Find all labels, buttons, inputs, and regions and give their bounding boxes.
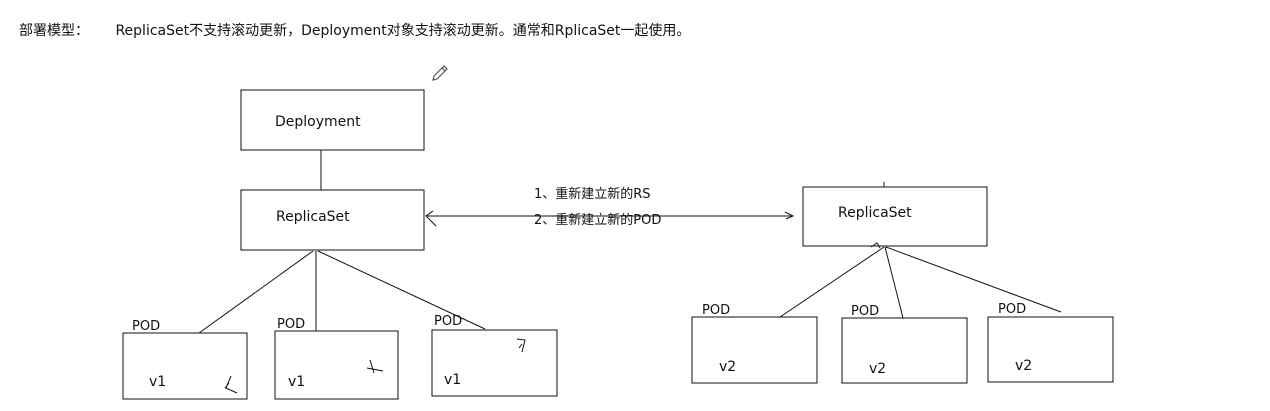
deployment-model-label: 部署模型： — [19, 23, 89, 39]
left-arrowhead — [425, 210, 437, 227]
right-rs-to-pod-2-line — [884, 246, 904, 319]
right-rs-to-pod-3-line — [885, 246, 1062, 313]
left-rs-to-pod-1-line — [198, 250, 314, 334]
left-pod-3-tag: POD — [434, 314, 462, 329]
right-replicaset-box — [802, 186, 988, 247]
right-pod-3-box — [987, 316, 1114, 383]
left-pod-2-version: v1 — [288, 374, 305, 390]
left-pod-3-scribble — [516, 338, 526, 353]
right-rs-to-pod-1-line — [779, 246, 885, 318]
left-pod-1-scribble — [224, 375, 238, 394]
right-pod-3-tag: POD — [998, 302, 1026, 317]
right-pod-3-version: v2 — [1015, 358, 1032, 374]
right-pod-1-box — [691, 316, 818, 384]
deployment-box — [240, 89, 425, 151]
right-pod-1-version: v2 — [719, 359, 736, 375]
left-pod-2-box — [274, 330, 399, 400]
left-rs-to-pod-3-line — [317, 250, 486, 330]
left-pod-3-version: v1 — [444, 372, 461, 388]
pencil-icon — [432, 65, 448, 81]
right-pod-1-tag: POD — [702, 303, 730, 318]
left-pod-3-box — [431, 329, 558, 397]
right-replicaset-label: ReplicaSet — [838, 205, 912, 221]
right-pod-2-tag: POD — [851, 304, 879, 319]
left-replicaset-box — [240, 189, 425, 251]
deployment-model-description: ReplicaSet不支持滚动更新，Deployment对象支持滚动更新。通常和… — [115, 23, 691, 39]
right-arrowhead — [784, 211, 795, 220]
right-pod-2-box — [841, 317, 968, 384]
left-replicaset-label: ReplicaSet — [276, 209, 350, 225]
left-pod-1-tag: POD — [132, 319, 160, 334]
left-pod-2-tag: POD — [277, 317, 305, 332]
left-pod-1-version: v1 — [149, 374, 166, 390]
left-pod-2-scribble — [366, 359, 384, 374]
deployment-label: Deployment — [275, 114, 361, 130]
right-pod-2-version: v2 — [869, 361, 886, 377]
step-two-label: 2、重新建立新的POD — [534, 212, 661, 228]
header-line: 部署模型： ReplicaSet不支持滚动更新，Deployment对象支持滚动… — [19, 19, 690, 43]
step-one-label: 1、重新建立新的RS — [534, 186, 651, 202]
right-rs-bottom-scribble — [870, 242, 881, 249]
